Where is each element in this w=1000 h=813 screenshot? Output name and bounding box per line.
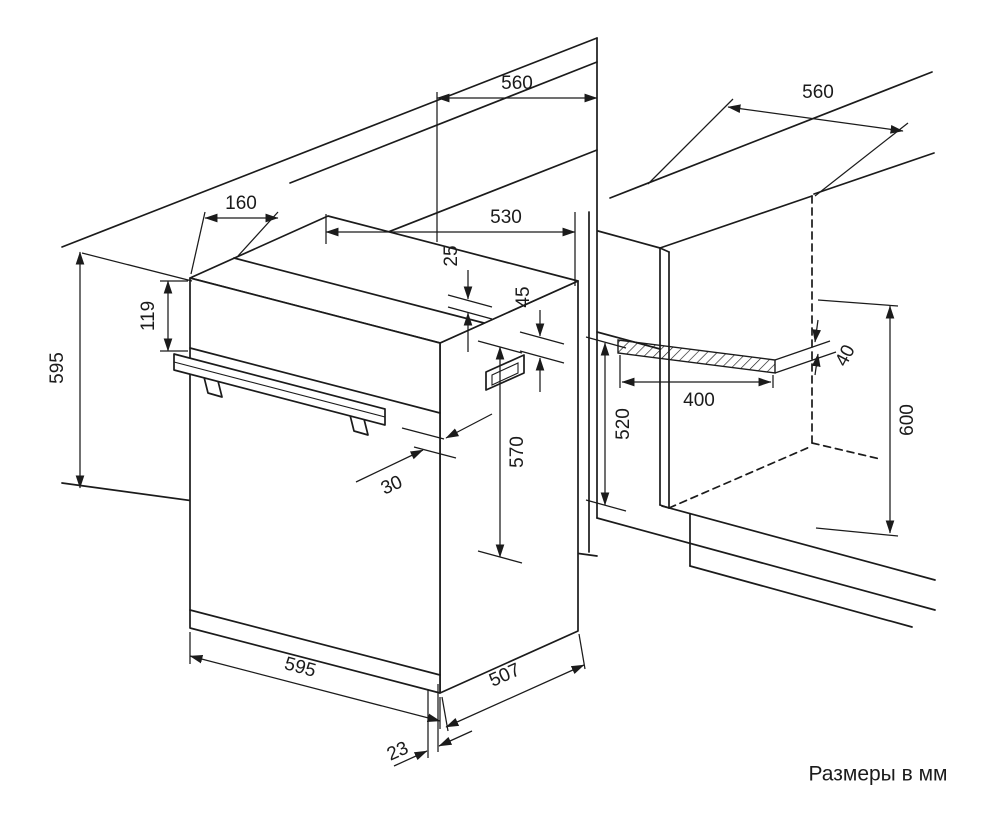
dimension-600: 600 [815, 299, 918, 537]
dim-label-570: 570 [507, 436, 528, 468]
dimension-595-left: 595 [47, 251, 193, 489]
dimension-530: 530 [325, 207, 576, 286]
drawing-caption: Размеры в мм [809, 763, 948, 786]
control-panel-line [189, 347, 441, 414]
dim-label-23: 23 [384, 738, 412, 766]
dimension-23: 23 [384, 684, 473, 767]
dim-label-119: 119 [138, 301, 159, 331]
oven-body [173, 215, 579, 694]
dim-label-45: 45 [513, 286, 534, 307]
dimension-560-top: 560 [436, 73, 598, 242]
dim-label-600: 600 [897, 404, 918, 436]
dimension-160: 160 [190, 193, 279, 275]
oven-top-strip-line [233, 257, 485, 324]
dim-label-520: 520 [613, 408, 634, 440]
dimension-570: 570 [477, 340, 528, 564]
oven-handle [173, 353, 386, 436]
dimension-annotations: 560 560 160 530 25 [47, 73, 918, 767]
dimension-40: 40 [774, 319, 860, 376]
dimension-560-right: 560 [647, 82, 909, 197]
vent-hatch [617, 339, 776, 374]
dim-label-595-left: 595 [47, 352, 68, 384]
dim-label-160: 160 [225, 193, 257, 214]
dim-label-530: 530 [490, 207, 522, 228]
dim-label-400: 400 [683, 390, 715, 411]
dim-label-40: 40 [831, 342, 859, 371]
dim-label-560-right: 560 [802, 82, 834, 103]
side-vent-inner [491, 362, 519, 386]
dimension-45: 45 [513, 286, 565, 392]
dim-label-25: 25 [441, 245, 462, 266]
dimension-25: 25 [441, 245, 493, 352]
dim-label-560-top: 560 [501, 73, 533, 94]
dimension-520: 520 [585, 336, 634, 512]
dimension-400: 400 [619, 355, 774, 411]
side-vent [485, 354, 525, 391]
dimension-119: 119 [138, 280, 188, 352]
